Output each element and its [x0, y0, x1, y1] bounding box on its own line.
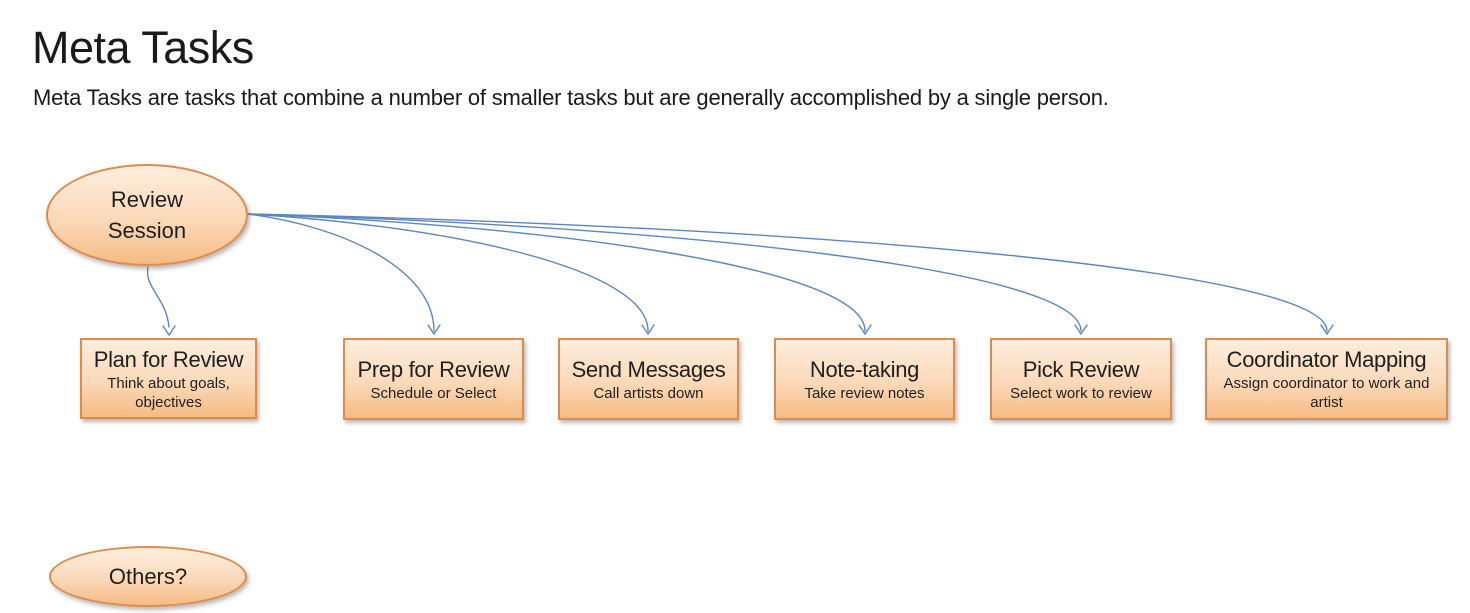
- node-coordinator-mapping: Coordinator Mapping Assign coordinator t…: [1205, 338, 1448, 420]
- node-send-messages: Send Messages Call artists down: [558, 338, 739, 420]
- node-title: Coordinator Mapping: [1226, 347, 1427, 372]
- node-subtitle: Select work to review: [1010, 384, 1152, 402]
- node-label: Review Session: [107, 187, 187, 243]
- node-plan-for-review: Plan for Review Think about goals, objec…: [80, 338, 257, 419]
- node-prep-for-review: Prep for Review Schedule or Select: [343, 338, 524, 420]
- node-label: Others?: [108, 563, 188, 589]
- node-subtitle: Assign coordinator to work and artist: [1223, 375, 1430, 411]
- arrowhead-icon: [641, 324, 655, 336]
- node-title: Pick Review: [1022, 356, 1140, 382]
- arrowhead-icon: [1074, 324, 1088, 336]
- connector-arrow-coordinator: [247, 213, 1328, 332]
- connector-arrow-send: [247, 213, 649, 332]
- node-note-taking: Note-taking Take review notes: [774, 338, 955, 420]
- node-title: Plan for Review: [93, 346, 244, 372]
- page-subtitle: Meta Tasks are tasks that combine a numb…: [33, 85, 1109, 110]
- node-subtitle: Think about goals, objectives: [107, 374, 230, 411]
- node-review-session: Review Session: [46, 164, 248, 266]
- connector-arrow-pick: [247, 213, 1082, 332]
- node-title: Prep for Review: [357, 356, 510, 382]
- connector-arrow-prep: [247, 213, 435, 332]
- node-title: Note-taking: [809, 356, 920, 382]
- arrowhead-icon: [858, 324, 872, 336]
- node-subtitle: Call artists down: [593, 384, 704, 402]
- node-others: Others?: [49, 546, 247, 607]
- node-pick-review: Pick Review Select work to review: [990, 338, 1172, 420]
- node-subtitle: Take review notes: [804, 384, 925, 402]
- page-title: Meta Tasks: [32, 22, 254, 73]
- arrowhead-icon: [427, 324, 441, 336]
- connector-arrow-plan: [146, 266, 170, 328]
- arrowhead-icon: [1320, 324, 1334, 336]
- connector-arrow-note: [247, 213, 866, 332]
- node-subtitle: Schedule or Select: [370, 384, 497, 402]
- node-title: Send Messages: [571, 356, 726, 382]
- arrowhead-icon: [162, 325, 176, 337]
